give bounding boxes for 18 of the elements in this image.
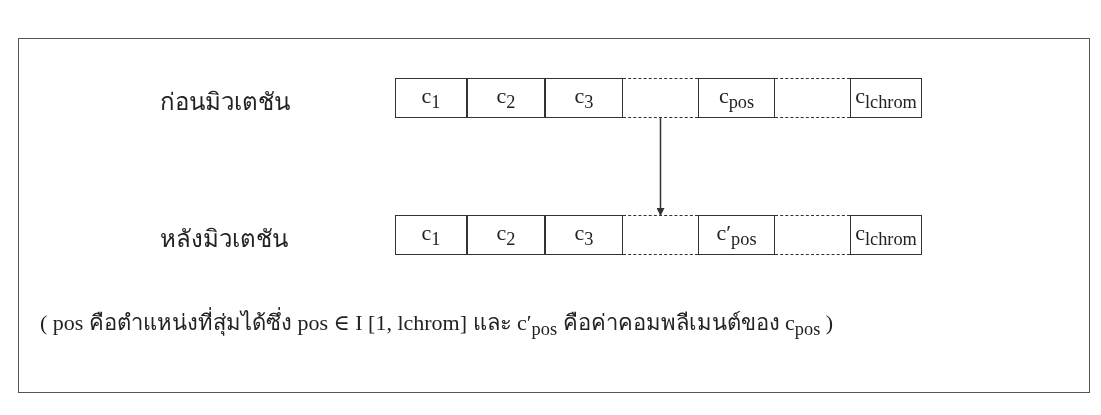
gene-cell: c$_{pos}$ xyxy=(698,78,775,118)
gene-cell: c$_{3}$ xyxy=(545,78,623,118)
blank-gene-cell xyxy=(775,78,850,118)
gene-cell: c$_{lchrom}$ xyxy=(850,78,922,118)
gene-cell: c′$_{pos}$ xyxy=(698,215,775,255)
gene-cell: c$_{1}$ xyxy=(395,215,467,255)
gene-cell: c$_{lchrom}$ xyxy=(850,215,922,255)
gene-cell: c$_{2}$ xyxy=(467,215,545,255)
caption: ( pos คือตำแหน่งที่สุ่มได้ซึ่ง pos ∈ I [1, lchrom] และ c′$_{pos}$ คือค่าคอมพลีเมนต์ของ c$_{pos}$ ) xyxy=(40,305,834,341)
gene-cell: c$_{3}$ xyxy=(545,215,623,255)
blank-gene-cell xyxy=(623,215,698,255)
row-label: หลังมิวเตชัน xyxy=(160,225,288,254)
blank-gene-cell xyxy=(623,78,698,118)
blank-gene-cell xyxy=(775,215,850,255)
gene-cell: c$_{2}$ xyxy=(467,78,545,118)
row-label: ก่อนมิวเตชัน xyxy=(160,88,290,117)
gene-cell: c$_{1}$ xyxy=(395,78,467,118)
arrow xyxy=(656,117,665,216)
